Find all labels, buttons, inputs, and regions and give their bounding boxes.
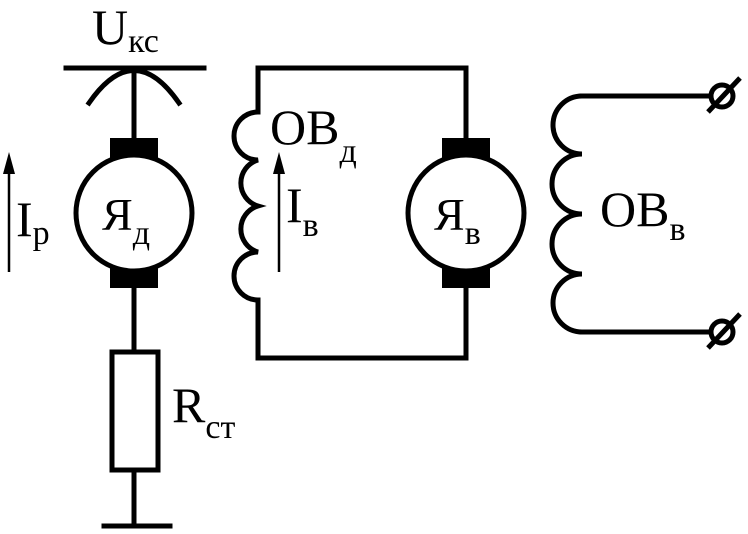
label-i-v: Iв	[286, 177, 319, 244]
coil-ob-v	[549, 93, 585, 335]
label-r-st: Rст	[172, 377, 235, 446]
current-arrow-i-p	[3, 152, 15, 272]
resistor-body	[109, 349, 161, 473]
armature-ya-v-generator: Яв	[405, 138, 527, 288]
label-ob-v: ОВв	[600, 181, 686, 248]
label-u-ks: Uкс	[92, 0, 159, 60]
contact-rail-u-ks	[63, 65, 207, 143]
ya-v-label: Яв	[434, 189, 481, 252]
armature-circle	[405, 152, 527, 274]
coil-ob-v-circuit	[549, 76, 742, 350]
label-ob-d: ОВд	[270, 99, 357, 170]
armature-ya-d-motor: Яд	[73, 138, 195, 288]
terminal-top	[706, 76, 742, 114]
coil-ob-d	[231, 109, 267, 303]
label-i-p: Iр	[16, 191, 50, 252]
ya-d-label: Яд	[102, 189, 150, 252]
excitation-loop	[231, 65, 469, 361]
resistor-r-st	[101, 285, 173, 529]
arrow-up-icon	[3, 152, 15, 174]
terminal-bottom	[706, 312, 742, 350]
arrow-up-icon	[273, 152, 285, 174]
current-arrow-i-v	[273, 152, 285, 272]
armature-circle	[73, 152, 195, 274]
